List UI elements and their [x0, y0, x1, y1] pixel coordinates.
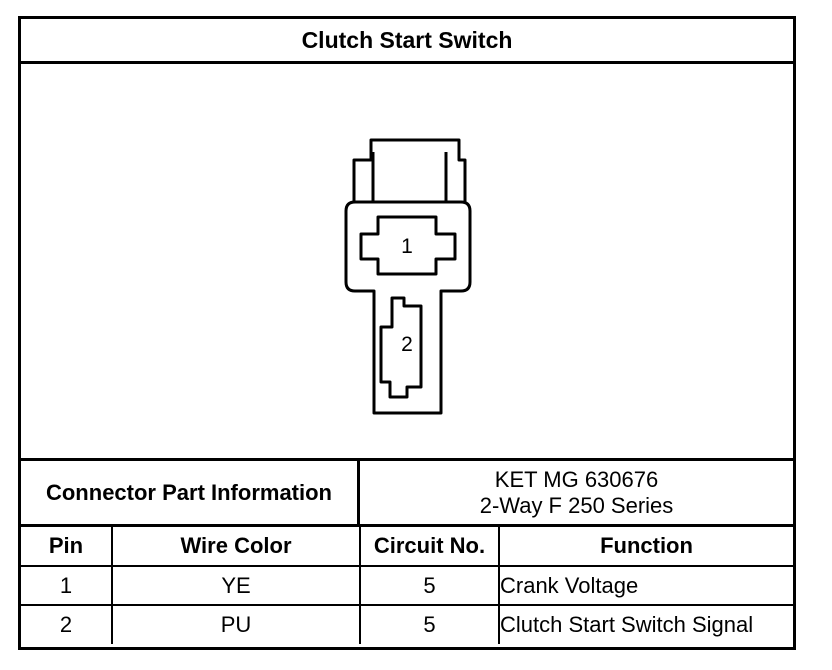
circuit-cell: 5: [359, 565, 500, 606]
page-title: Clutch Start Switch: [21, 19, 793, 64]
connector-sheet: Clutch Start Switch 1 2 Connector Part I…: [18, 16, 796, 650]
table-row: 1 YE 5 Crank Voltage: [21, 565, 793, 606]
pin-1-label: 1: [401, 235, 413, 258]
part-line-2: 2-Way F 250 Series: [479, 492, 674, 518]
header-circuit-no: Circuit No.: [359, 527, 500, 567]
function-cell: Crank Voltage: [498, 565, 793, 606]
table-row: 2 PU 5 Clutch Start Switch Signal: [21, 604, 793, 644]
pin-2-cavity: [379, 296, 423, 399]
part-line-1: KET MG 630676: [494, 466, 659, 492]
pinout-header-row: Pin Wire Color Circuit No. Function: [21, 527, 793, 567]
connector-drawing: 1 2: [21, 64, 793, 458]
connector-latch: [352, 138, 467, 202]
function-cell: Clutch Start Switch Signal: [498, 604, 793, 644]
wire-color-cell: YE: [111, 565, 361, 606]
header-wire-color: Wire Color: [111, 527, 361, 567]
wire-color-cell: PU: [111, 604, 361, 644]
connector-part-info: Connector Part Information KET MG 630676…: [21, 458, 793, 527]
pin-cell: 2: [21, 604, 113, 644]
connector-body: [344, 200, 472, 415]
pin-cell: 1: [21, 565, 113, 606]
connector-part-number: KET MG 630676 2-Way F 250 Series: [360, 461, 793, 524]
pin-1-cavity: [359, 215, 457, 276]
connector-face-svg: 1 2: [344, 138, 472, 415]
header-function: Function: [498, 527, 793, 567]
pinout-table: Pin Wire Color Circuit No. Function 1 YE…: [21, 527, 793, 644]
header-pin: Pin: [21, 527, 113, 567]
circuit-cell: 5: [359, 604, 500, 644]
pin-2-label: 2: [401, 333, 413, 356]
connector-info-label: Connector Part Information: [21, 461, 360, 524]
